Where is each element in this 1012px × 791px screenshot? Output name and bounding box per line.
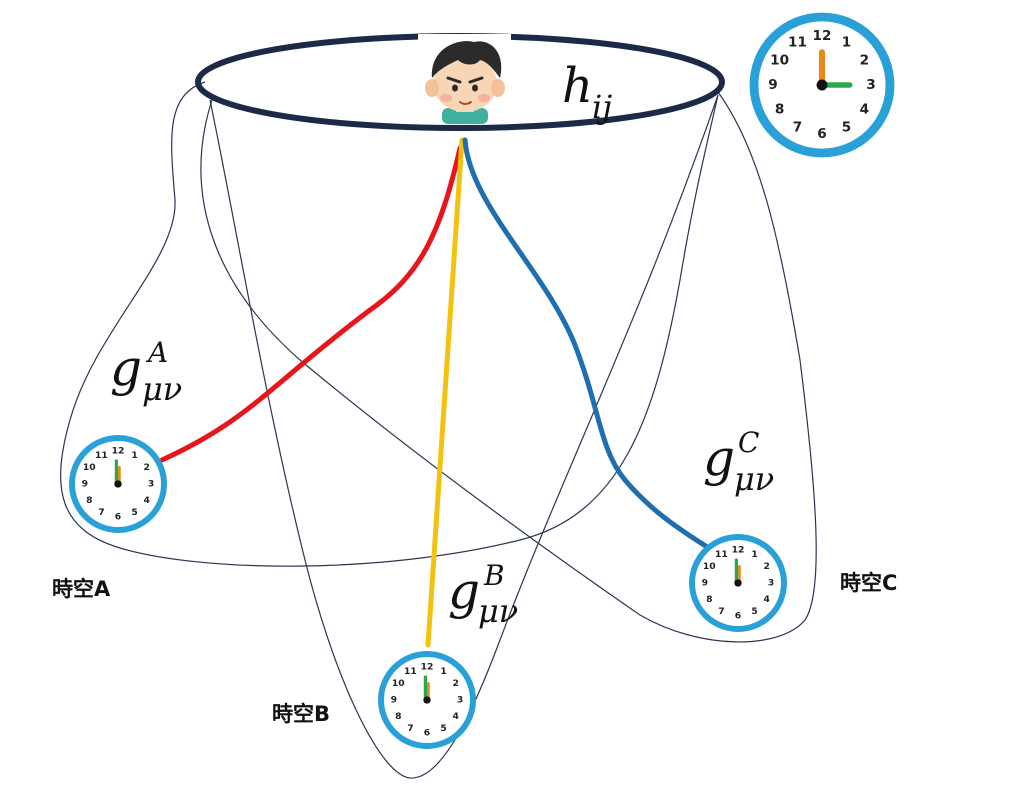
clock-number: 5 bbox=[751, 606, 757, 617]
clock-number: 10 bbox=[392, 678, 405, 689]
clock-number: 10 bbox=[770, 53, 789, 69]
clock-number: 2 bbox=[763, 561, 769, 572]
clock-number: 3 bbox=[148, 479, 154, 490]
clock-center bbox=[734, 579, 742, 587]
spacetime-a-surface bbox=[60, 81, 719, 567]
metric-b-base: g bbox=[448, 562, 480, 620]
clock-number: 5 bbox=[131, 507, 137, 518]
metric-label-c: g C μν bbox=[703, 426, 774, 498]
spacetime-b-label: 時空B bbox=[272, 702, 330, 726]
clock-number: 5 bbox=[842, 119, 851, 135]
metric-c-base: g bbox=[703, 429, 735, 487]
metric-c-sup: C bbox=[738, 426, 759, 459]
clock-number: 10 bbox=[83, 462, 96, 473]
clock-number: 12 bbox=[732, 544, 745, 555]
clock-number: 7 bbox=[98, 507, 104, 518]
clock-number: 6 bbox=[817, 126, 826, 142]
clock-number: 7 bbox=[407, 723, 413, 734]
clock-number: 3 bbox=[457, 695, 463, 706]
clock-number: 4 bbox=[860, 101, 869, 117]
clock-center bbox=[423, 696, 431, 704]
clock-number: 9 bbox=[768, 77, 777, 93]
clock-center bbox=[816, 79, 828, 91]
boundary-metric-label: h ij bbox=[562, 58, 612, 126]
metric-label-a: g A μν bbox=[110, 336, 182, 408]
path-to-spacetime-a bbox=[159, 145, 463, 463]
clock-number: 6 bbox=[424, 728, 430, 739]
clock-number: 8 bbox=[706, 594, 712, 605]
clock-number: 1 bbox=[131, 450, 137, 461]
clock-number: 8 bbox=[775, 101, 784, 117]
clock-number: 4 bbox=[763, 594, 769, 605]
clock-number: 9 bbox=[391, 695, 397, 706]
clock-number: 1 bbox=[842, 35, 851, 51]
metric-a-sup: A bbox=[145, 336, 168, 369]
clock-number: 2 bbox=[452, 678, 458, 689]
clock-number: 4 bbox=[143, 495, 149, 506]
spacetime-a-label: 時空A bbox=[52, 577, 111, 601]
clock-number: 5 bbox=[440, 723, 446, 734]
clock-number: 9 bbox=[702, 578, 708, 589]
clock-number: 12 bbox=[813, 28, 832, 44]
clock-number: 11 bbox=[404, 666, 417, 677]
metric-label-b: g B μν bbox=[448, 559, 518, 630]
path-to-spacetime-c bbox=[462, 137, 715, 553]
clock-number: 11 bbox=[95, 450, 108, 461]
clock-number: 12 bbox=[112, 445, 125, 456]
clock-number: 7 bbox=[793, 119, 802, 135]
clock-number: 3 bbox=[866, 77, 875, 93]
spacetime-c-label: 時空C bbox=[840, 571, 897, 595]
clock-number: 2 bbox=[860, 53, 869, 69]
clock-number: 7 bbox=[718, 606, 724, 617]
clock-number: 8 bbox=[395, 711, 401, 722]
metric-b-sub: μν bbox=[478, 592, 518, 630]
clock-number: 11 bbox=[715, 549, 728, 560]
metric-a-base: g bbox=[110, 339, 142, 397]
clock-number: 10 bbox=[703, 561, 716, 572]
clock-number: 6 bbox=[735, 611, 741, 622]
clock-number: 2 bbox=[143, 462, 149, 473]
clock-number: 4 bbox=[452, 711, 458, 722]
clock-number: 8 bbox=[86, 495, 92, 506]
path-to-spacetime-b bbox=[425, 137, 465, 648]
metric-b-sup: B bbox=[483, 559, 505, 592]
boy-face-icon bbox=[418, 34, 511, 124]
boundary-metric-base: h bbox=[562, 58, 593, 114]
spacetime-c-surface bbox=[200, 91, 817, 643]
clock-number: 1 bbox=[751, 549, 757, 560]
boundary-metric-sub: ij bbox=[592, 88, 612, 126]
connection-paths bbox=[159, 137, 715, 648]
clock-number: 9 bbox=[82, 479, 88, 490]
clock-center bbox=[114, 480, 122, 488]
clock-number: 11 bbox=[788, 35, 807, 51]
clock-number: 3 bbox=[768, 578, 774, 589]
clock-number: 12 bbox=[421, 661, 434, 672]
metric-a-sub: μν bbox=[142, 370, 182, 408]
clock-number: 1 bbox=[440, 666, 446, 677]
metric-c-sub: μν bbox=[734, 460, 774, 498]
clock-number: 6 bbox=[115, 512, 121, 523]
